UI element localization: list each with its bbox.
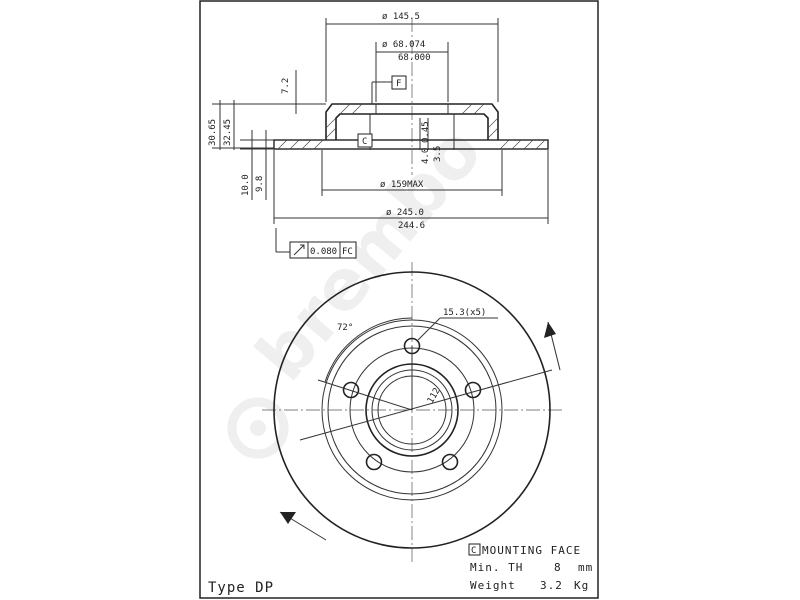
dim-bolt-holes: 15.3(x5) (443, 308, 486, 318)
dim-outer-dia-max: ø 245.0 (386, 208, 424, 218)
legend-weight-value: 3.2 (540, 579, 563, 592)
legend-weight-unit: Kg (574, 579, 589, 592)
legend-min-th-value: 8 (554, 561, 562, 574)
runout-ref: FC (342, 247, 353, 257)
legend-mounting-face: MOUNTING FACE (482, 544, 581, 557)
legend-min-th-label: Min. TH (470, 561, 523, 574)
runout-value: 0.080 (310, 247, 337, 257)
dim-bolt-angle: 72° (337, 323, 353, 333)
legend-mounting-box: C (471, 546, 477, 556)
dim-disc-thick-max: 10.0 (241, 174, 251, 196)
dim-hat-offset-tol: 0.45 (421, 121, 431, 143)
dim-hat-outer-dia: ø 145.5 (382, 12, 420, 22)
type-label: Type DP (208, 580, 274, 596)
dim-disc-thick-min: 9.8 (255, 176, 265, 192)
legend-weight-label: Weight (470, 579, 516, 592)
bolt-holes (342, 337, 482, 471)
ref-flatness-F: F (396, 79, 401, 89)
dim-bore-min: 68.000 (398, 53, 431, 63)
ref-mounting-C: C (362, 137, 367, 147)
dim-hat-offset-min: 3.5 (433, 146, 443, 162)
dim-hat-height: 7.2 (281, 78, 291, 94)
dim-hat-offset-max: 4.0 (421, 148, 431, 164)
dim-total-height-max: 30.65 (208, 119, 218, 146)
front-view: 72° 112 15.3(x5) (262, 262, 564, 562)
legend: C MOUNTING FACE Min. TH 8 mm Weight 3.2 … (468, 543, 593, 592)
dim-outer-dia-min: 244.6 (398, 221, 425, 231)
section-view: ø 145.5 ø 68.074 68.000 F 7.2 30.65 32.4… (208, 12, 549, 259)
dim-bore-max: ø 68.074 (382, 40, 425, 50)
drawing-frame (199, 0, 599, 599)
dim-inner-dia: ø 159MAX (380, 180, 424, 190)
dim-total-height-min: 32.45 (223, 119, 233, 146)
legend-min-th-unit: mm (578, 561, 593, 574)
watermark-text: brembo (240, 111, 498, 396)
